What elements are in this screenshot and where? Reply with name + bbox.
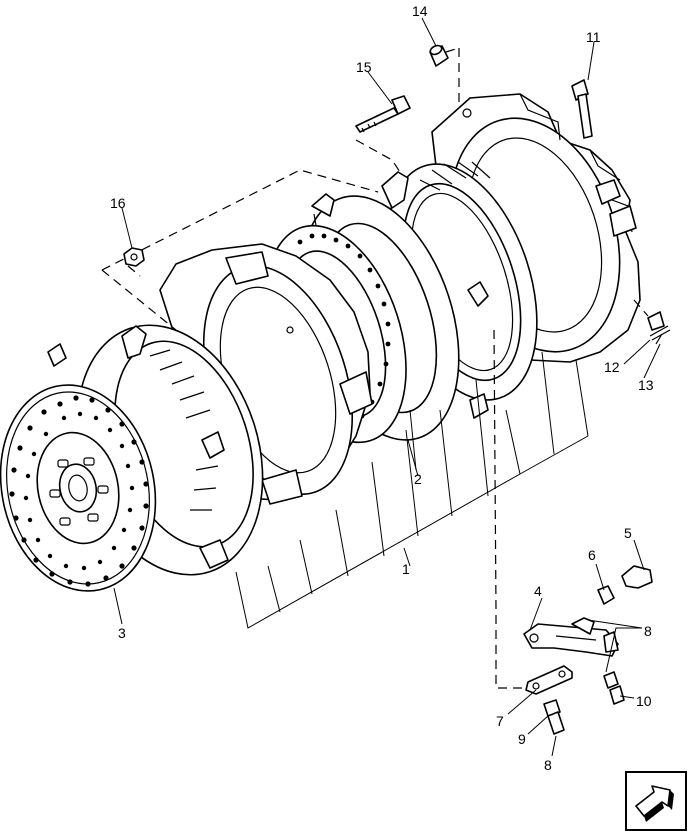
callout-15: 15 <box>356 59 372 75</box>
nav-arrow-box[interactable] <box>625 771 687 831</box>
callout-4: 4 <box>534 583 542 599</box>
callout-14: 14 <box>412 3 428 19</box>
callout-10: 10 <box>636 693 652 709</box>
friction-disc-front <box>0 384 157 592</box>
callout-8-upper: 8 <box>644 623 652 639</box>
lever-assembly <box>523 565 653 735</box>
callout-9: 9 <box>518 731 526 747</box>
leader-lines <box>113 17 661 757</box>
assembly-dashed-lines <box>101 47 649 689</box>
callout-1: 1 <box>402 561 410 577</box>
callout-11: 11 <box>586 29 601 45</box>
callout-2: 2 <box>414 471 422 487</box>
callout-7: 7 <box>496 713 504 729</box>
callout-16: 16 <box>110 195 126 211</box>
callout-8-lower: 8 <box>544 757 552 773</box>
callout-6: 6 <box>588 547 596 563</box>
callout-13: 13 <box>638 377 654 393</box>
callout-5: 5 <box>624 525 632 541</box>
part-15-bolt <box>355 95 411 133</box>
part-16-nut <box>123 247 145 267</box>
part-12-13-clip <box>647 311 671 345</box>
arrow-icon <box>635 785 674 822</box>
callout-12: 12 <box>604 359 620 375</box>
callout-3: 3 <box>118 625 126 641</box>
assembly-bracket-1 <box>235 351 589 629</box>
callouts: 1 2 3 4 5 6 7 8 8 9 10 11 12 13 14 15 16 <box>110 3 654 773</box>
part-11-bolt <box>571 79 593 139</box>
part-14-dowel <box>429 44 449 67</box>
